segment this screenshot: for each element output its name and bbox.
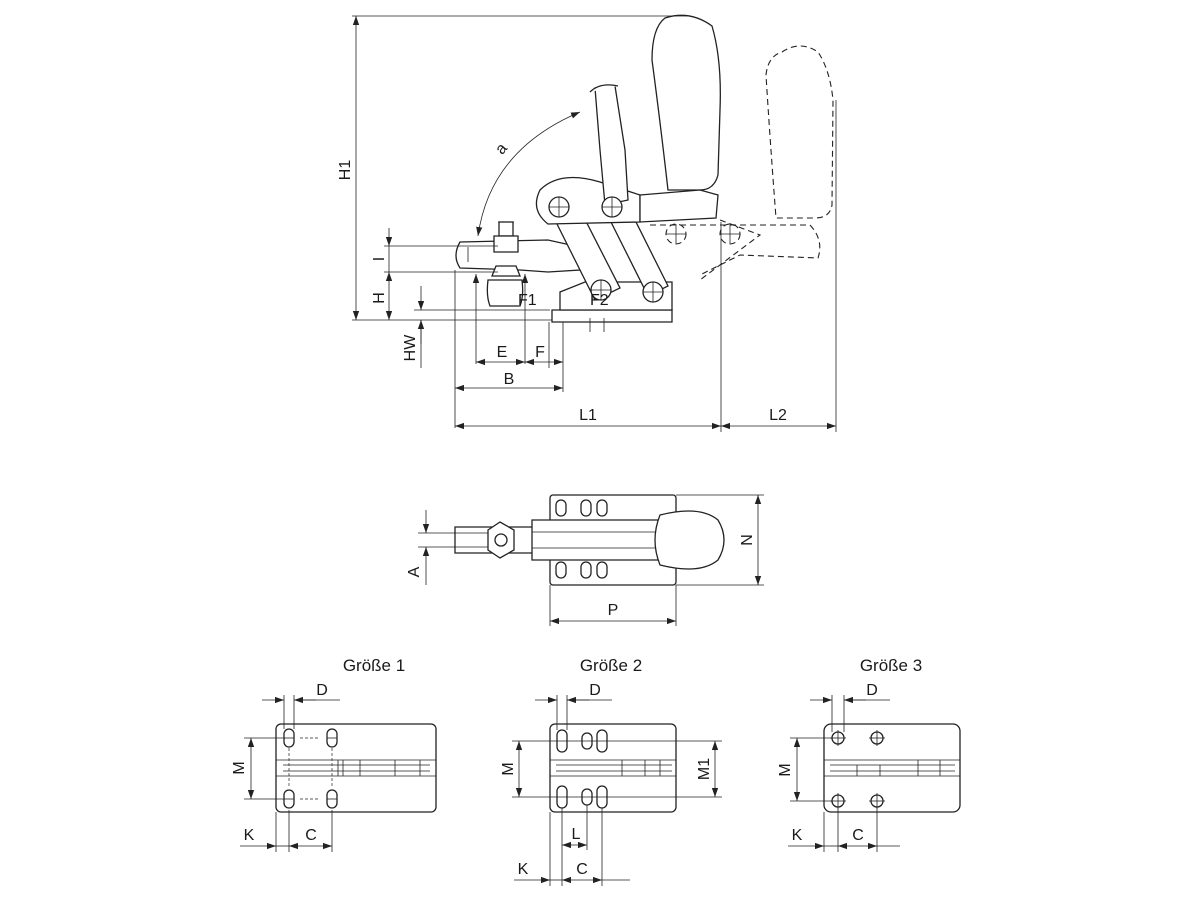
top-view: N P A — [406, 494, 764, 626]
label-H: H — [371, 292, 388, 304]
size-2-title: Größe 2 — [580, 656, 642, 675]
size-3-label-M: M — [777, 763, 794, 776]
label-L2: L2 — [769, 407, 787, 424]
size-2-label-D: D — [589, 682, 601, 699]
label-HW: HW — [402, 334, 419, 362]
size-1-label-M: M — [231, 761, 248, 774]
size-2-view: Größe 2 D M M1 — [500, 656, 722, 886]
label-H1: H1 — [337, 160, 354, 181]
size-1-label-D: D — [316, 682, 328, 699]
label-B: B — [504, 371, 515, 388]
label-P: P — [608, 602, 619, 619]
label-a: a — [492, 140, 511, 158]
handle — [589, 14, 721, 223]
size-3-title: Größe 3 — [860, 656, 922, 675]
size-1-label-C: C — [305, 827, 317, 844]
size-2-label-M1: M1 — [696, 758, 713, 780]
size-3-label-C: C — [852, 827, 864, 844]
label-L1: L1 — [579, 407, 597, 424]
side-dimensions: H1 a I H HW F1 F2 — [337, 15, 837, 432]
pressure-spindle — [486, 221, 524, 307]
size-1-label-K: K — [244, 827, 255, 844]
label-N: N — [739, 534, 756, 546]
label-A: A — [406, 566, 423, 577]
size-3-label-D: D — [866, 682, 878, 699]
size-2-label-K: K — [518, 861, 529, 878]
size-1-view: Größe 1 D M — [231, 656, 437, 852]
size-1-title: Größe 1 — [343, 656, 405, 675]
size-3-view: Größe 3 D M — [777, 656, 961, 852]
label-F2: F2 — [590, 292, 609, 309]
size-2-label-C: C — [576, 861, 588, 878]
side-view: H1 a I H HW F1 F2 — [337, 14, 837, 432]
label-I: I — [371, 257, 388, 261]
size-2-label-L: L — [572, 826, 581, 843]
open-position-ghost — [650, 45, 834, 281]
label-F: F — [535, 344, 545, 361]
label-E: E — [497, 344, 508, 361]
size-3-label-K: K — [792, 827, 803, 844]
top-view-slots — [555, 499, 608, 579]
size-2-label-M: M — [500, 762, 517, 775]
label-F1: F1 — [518, 292, 537, 309]
